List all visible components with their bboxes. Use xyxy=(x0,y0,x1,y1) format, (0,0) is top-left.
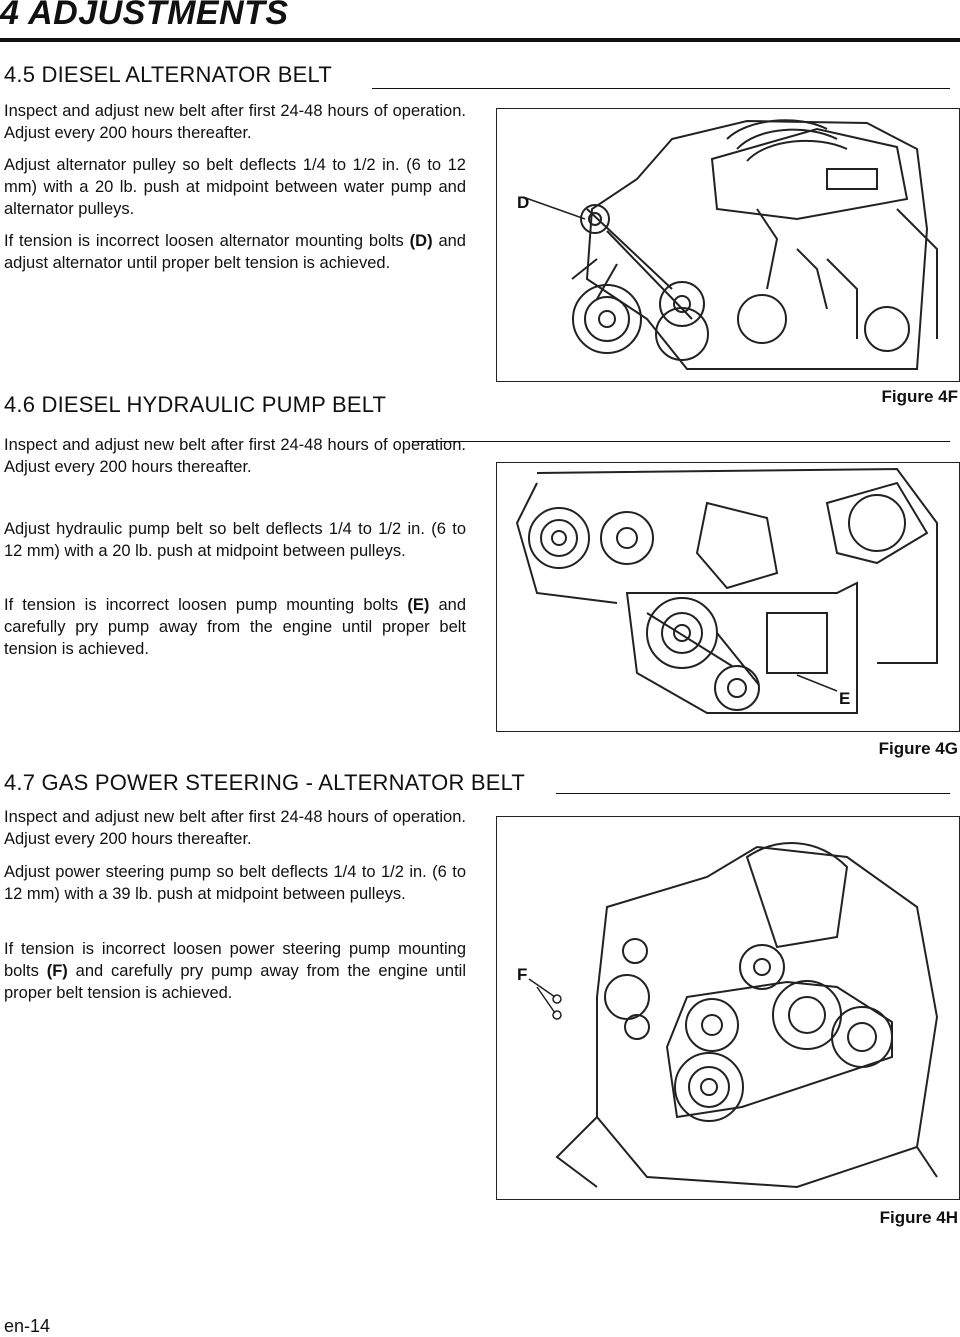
page-number: en-14 xyxy=(4,1316,51,1336)
callout-e: E xyxy=(839,689,851,708)
figure-4h-image: F xyxy=(496,816,960,1200)
engine-illustration-power-steering xyxy=(528,842,939,1189)
paragraph-4-5-tension: If tension is incorrect loosen alternato… xyxy=(4,232,466,272)
figure-4h-caption: Figure 4H xyxy=(879,1208,958,1227)
callout-d: D xyxy=(517,193,530,212)
section-heading-4-7: 4.7 GAS POWER STEERING - ALTERNATOR BELT xyxy=(4,770,526,795)
paragraph-4-6-inspect: Inspect and adjust new belt after first … xyxy=(4,436,466,476)
paragraph-4-7-tension: If tension is incorrect loosen power ste… xyxy=(4,940,466,1002)
paragraph-4-7-adjust: Adjust power steering pump so belt defle… xyxy=(4,863,466,903)
figure-4f-caption: Figure 4F xyxy=(881,387,958,406)
heading-rule xyxy=(372,88,950,89)
section-heading-4-5: 4.5 DIESEL ALTERNATOR BELT xyxy=(4,62,332,87)
chapter-title: 4 ADJUSTMENTS xyxy=(0,0,289,32)
heading-rule xyxy=(556,793,950,794)
paragraph-4-7-inspect: Inspect and adjust new belt after first … xyxy=(4,808,466,848)
paragraph-4-5-adjust: Adjust alternator pulley so belt deflect… xyxy=(4,156,466,218)
chapter-divider xyxy=(0,38,960,42)
paragraph-4-6-adjust: Adjust hydraulic pump belt so belt defle… xyxy=(4,520,466,560)
figure-4f-image: D xyxy=(496,108,960,382)
engine-illustration-diesel-alternator xyxy=(522,119,938,370)
heading-rule xyxy=(412,441,950,442)
engine-illustration-hydraulic-pump xyxy=(515,467,938,714)
paragraph-4-5-inspect: Inspect and adjust new belt after first … xyxy=(4,102,466,142)
section-heading-4-6: 4.6 DIESEL HYDRAULIC PUMP BELT xyxy=(4,392,387,417)
figure-4g-caption: Figure 4G xyxy=(878,739,958,758)
callout-f: F xyxy=(517,965,528,984)
figure-4g-image: E xyxy=(496,462,960,732)
paragraph-4-6-tension: If tension is incorrect loosen pump moun… xyxy=(4,596,466,658)
